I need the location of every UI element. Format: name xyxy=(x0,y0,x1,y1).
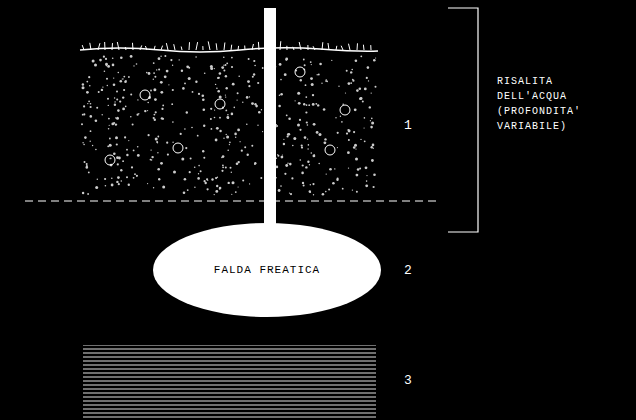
callout-number: 1 xyxy=(404,118,413,133)
water-rise-limit xyxy=(25,201,436,202)
bracket xyxy=(448,8,478,232)
grass xyxy=(82,41,371,50)
ground-surface xyxy=(80,48,378,52)
bracket-note: RISALITA DELL'ACQUA (PROFONDITA' VARIABI… xyxy=(497,74,589,134)
soil-texture xyxy=(81,55,377,196)
water-table-ellipse: FALDA FREATICA xyxy=(152,222,382,318)
impermeable-layer xyxy=(83,345,376,419)
well-pipe xyxy=(264,8,276,234)
callout-number: 2 xyxy=(404,263,413,278)
callout-number: 3 xyxy=(404,373,413,388)
node-label: FALDA FREATICA xyxy=(214,264,320,276)
